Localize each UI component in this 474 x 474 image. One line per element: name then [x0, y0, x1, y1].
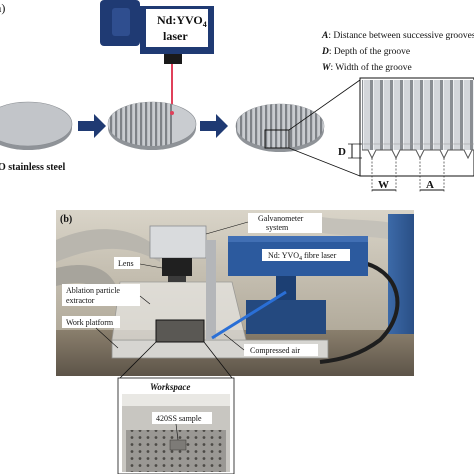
- laser-nameplate: [146, 9, 208, 47]
- dim-a-label: A: [426, 179, 434, 191]
- svg-text:A: Distance between successive: A: Distance between successive grooves: [321, 31, 474, 41]
- callout-text-sub: 4: [299, 256, 302, 262]
- sample-label-box: [152, 412, 212, 424]
- cable: [319, 260, 400, 364]
- laser-name-sub: 4: [203, 20, 207, 29]
- workspace-window: [155, 319, 205, 343]
- legend-key: D: [321, 47, 329, 57]
- monitor-panel: [388, 214, 414, 334]
- callout-air: Compressed air: [223, 333, 318, 356]
- legend-text: : Distance between successive grooves: [328, 31, 474, 41]
- disc-grooving: [107, 101, 197, 150]
- zoom-line: [203, 341, 233, 379]
- dim-d-label: D: [338, 146, 346, 158]
- zoom-line: [288, 79, 361, 131]
- workspace-inset: Workspace 420SS sample: [117, 377, 235, 474]
- column: [206, 240, 216, 340]
- callout-platform: Work platform: [62, 316, 120, 349]
- zoom-line: [288, 147, 361, 177]
- callout-text: Compressed air: [250, 346, 300, 355]
- sample-label: 420SS sample: [156, 414, 202, 423]
- callout-fibre-laser: Nd: YVO4 fibre laser: [262, 249, 350, 262]
- panel-a: a) Nd:YVO4 laser O stainless steel: [0, 0, 474, 192]
- callout-extractor: Ablation particle extractor: [62, 284, 151, 306]
- callout-text: Lens: [118, 259, 134, 268]
- lens: [162, 258, 192, 276]
- groove-legend: A: Distance between successive grooves D…: [321, 31, 474, 73]
- callout-text: Galvanometer: [258, 214, 304, 223]
- zoom-region: [264, 129, 290, 149]
- laser-spot: [170, 111, 174, 115]
- material-label: O stainless steel: [0, 162, 65, 173]
- zoom-line: [119, 341, 157, 379]
- laser-mount-highlight: [112, 8, 130, 36]
- callout-lens: Lens: [114, 257, 163, 269]
- callout-galvanometer: Galvanometer system: [205, 213, 322, 235]
- air-nozzle: [211, 290, 287, 340]
- panel-a-label: a): [0, 1, 5, 15]
- callout-text: system: [266, 223, 289, 232]
- callout-text: fibre laser: [302, 251, 337, 260]
- disc-grooved: [235, 103, 325, 152]
- sample: [169, 439, 187, 451]
- laser-word: laser: [163, 29, 188, 43]
- svg-text:D: Depth of the groove: D: Depth of the groove: [321, 46, 410, 57]
- callout-text: Work platform: [66, 318, 114, 327]
- laser-head: Nd:YVO4 laser: [100, 0, 214, 112]
- svg-text:Nd: YVO4 fibre laser: Nd: YVO4 fibre laser: [268, 251, 337, 262]
- callout-text: Nd: YVO: [268, 251, 299, 260]
- panel-b: (b) Galvanometer system Nd: YVO4 fibre l…: [56, 210, 414, 474]
- legend-text: : Depth of the groove: [329, 46, 410, 57]
- laser-name: Nd:YVO: [157, 13, 203, 27]
- workspace-title: Workspace: [150, 382, 190, 392]
- svg-text:Nd:YVO4: Nd:YVO4: [157, 13, 207, 29]
- legend-text: : Width of the groove: [330, 62, 411, 73]
- arrow-icon: [200, 114, 228, 138]
- legend-key: A: [321, 31, 328, 41]
- duct: [300, 212, 414, 246]
- panel-b-label: (b): [60, 214, 72, 225]
- groove-detail: [359, 77, 474, 177]
- dim-w-label: W: [378, 179, 389, 191]
- galvanometer: [149, 225, 207, 259]
- legend-key: W: [322, 63, 331, 73]
- duct: [56, 229, 160, 262]
- callout-text: extractor: [66, 296, 95, 305]
- callout-text: Ablation particle: [66, 286, 120, 295]
- svg-text:W: Width of the groove: W: Width of the groove: [322, 62, 412, 73]
- laser-nozzle: [164, 54, 182, 64]
- arrow-icon: [78, 114, 106, 138]
- disc-plain: [0, 101, 73, 150]
